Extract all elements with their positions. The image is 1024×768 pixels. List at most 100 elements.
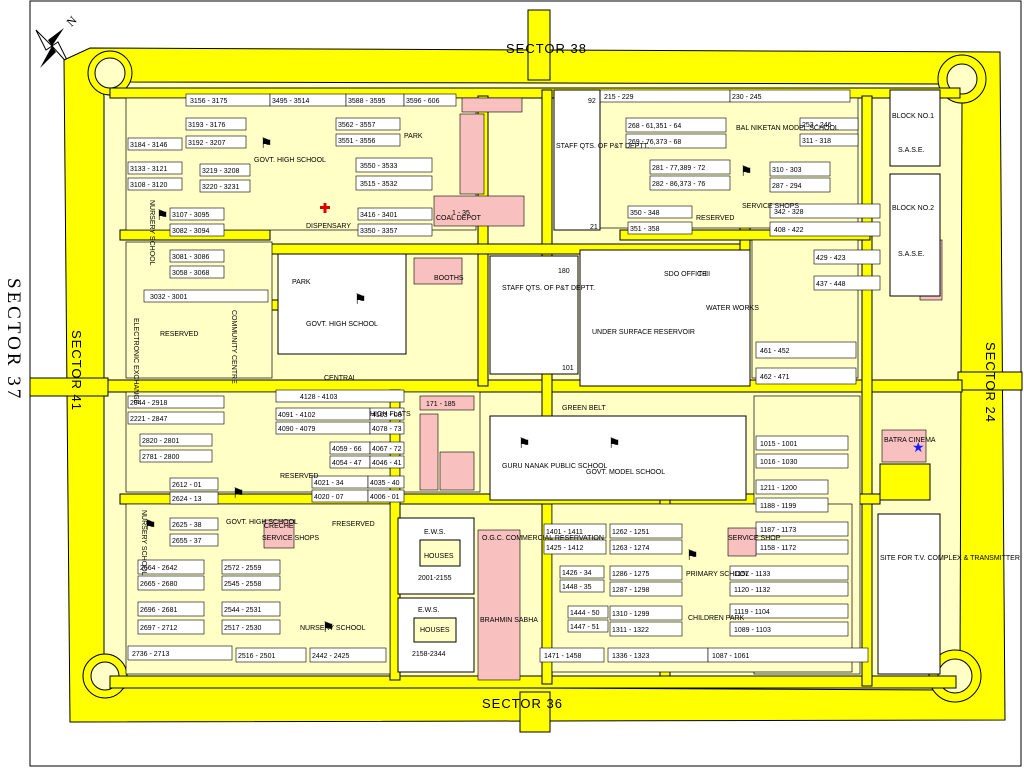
school-icon: ⚑⚑⚑ ⚑⚑⚑ ⚑⚑⚑⚑ <box>144 136 753 636</box>
svg-text:NURSERY SCHOOL: NURSERY SCHOOL <box>140 510 147 576</box>
svg-text:3107 - 3095: 3107 - 3095 <box>172 212 209 219</box>
svg-text:STAFF QTS. OF P&T DEPTT.: STAFF QTS. OF P&T DEPTT. <box>502 285 595 292</box>
svg-text:3562 - 3557: 3562 - 3557 <box>338 122 375 129</box>
svg-text:3082 - 3094: 3082 - 3094 <box>172 228 209 235</box>
svg-text:2655 - 37: 2655 - 37 <box>172 538 202 545</box>
svg-text:⚑: ⚑ <box>322 620 335 636</box>
svg-text:171 - 185: 171 - 185 <box>426 401 456 408</box>
sector-24-label: SECTOR 24 <box>983 342 998 423</box>
svg-text:437 - 448: 437 - 448 <box>816 281 846 288</box>
svg-text:E.W.S.: E.W.S. <box>418 607 439 614</box>
svg-text:1426 - 34: 1426 - 34 <box>562 570 592 577</box>
svg-text:GOVT. MODEL SCHOOL: GOVT. MODEL SCHOOL <box>586 469 665 476</box>
svg-text:2625 - 38: 2625 - 38 <box>172 522 202 529</box>
svg-text:1158 - 1172: 1158 - 1172 <box>760 545 796 552</box>
svg-text:PRIMARY SCHOOL: PRIMARY SCHOOL <box>686 571 749 578</box>
svg-text:FRESERVED: FRESERVED <box>332 521 375 528</box>
svg-text:GOVT. HIGH SCHOOL: GOVT. HIGH SCHOOL <box>254 157 326 164</box>
svg-text:3032 - 3001: 3032 - 3001 <box>150 294 187 301</box>
svg-text:STAFF QTS. OF P&T DEPTT.: STAFF QTS. OF P&T DEPTT. <box>556 143 649 150</box>
svg-text:1087 - 1061: 1087 - 1061 <box>712 653 749 660</box>
svg-text:BRAHMIN SABHA: BRAHMIN SABHA <box>480 617 538 624</box>
svg-text:NURSERY SCHOOL: NURSERY SCHOOL <box>148 200 155 266</box>
svg-text:21: 21 <box>590 224 598 231</box>
svg-text:COAL DEPOT: COAL DEPOT <box>436 215 482 222</box>
svg-text:1311 - 1322: 1311 - 1322 <box>612 627 649 634</box>
svg-text:2781 - 2800: 2781 - 2800 <box>142 454 179 461</box>
svg-text:⚑: ⚑ <box>260 136 273 152</box>
svg-text:PARK: PARK <box>404 133 423 140</box>
svg-text:3133 - 3121: 3133 - 3121 <box>130 166 167 173</box>
svg-text:1287 - 1298: 1287 - 1298 <box>612 587 649 594</box>
svg-text:3588 - 3595: 3588 - 3595 <box>348 98 385 105</box>
svg-text:461 - 452: 461 - 452 <box>760 348 790 355</box>
svg-text:3495 - 3514: 3495 - 3514 <box>272 98 309 105</box>
sector-41-label: SECTOR 41 <box>69 330 84 411</box>
svg-text:3551 - 3556: 3551 - 3556 <box>338 138 375 145</box>
svg-text:1120 - 1132: 1120 - 1132 <box>734 587 770 594</box>
svg-text:2572 - 2559: 2572 - 2559 <box>224 565 261 572</box>
svg-text:1401 - 1411: 1401 - 1411 <box>546 529 583 536</box>
svg-text:3081 - 3086: 3081 - 3086 <box>172 254 209 261</box>
svg-text:BLOCK NO.2: BLOCK NO.2 <box>892 205 934 212</box>
svg-text:2944 - 2918: 2944 - 2918 <box>130 400 167 407</box>
sector-37-label: SECTOR 37 <box>3 278 24 401</box>
svg-text:4128 - 4103: 4128 - 4103 <box>300 394 337 401</box>
svg-text:T-III: T-III <box>698 271 710 278</box>
svg-text:WATER WORKS: WATER WORKS <box>706 305 759 312</box>
svg-text:3550 - 3533: 3550 - 3533 <box>360 163 397 170</box>
svg-text:4021 - 34: 4021 - 34 <box>314 480 344 487</box>
svg-text:2158-2344: 2158-2344 <box>412 651 446 658</box>
svg-text:282 - 86,373 - 76: 282 - 86,373 - 76 <box>652 181 705 188</box>
svg-text:3058 - 3068: 3058 - 3068 <box>172 270 209 277</box>
svg-text:2544 - 2531: 2544 - 2531 <box>224 607 261 614</box>
svg-text:462 - 471: 462 - 471 <box>760 374 790 381</box>
svg-text:4090 - 4079: 4090 - 4079 <box>278 426 315 433</box>
svg-text:3192 - 3207: 3192 - 3207 <box>188 140 225 147</box>
svg-text:SERVICE SHOP: SERVICE SHOP <box>728 535 781 542</box>
svg-text:BATRA CINEMA: BATRA CINEMA <box>884 437 936 444</box>
svg-text:⚑: ⚑ <box>608 436 621 452</box>
svg-text:BLOCK NO.1: BLOCK NO.1 <box>892 113 934 120</box>
svg-text:⚑: ⚑ <box>518 436 531 452</box>
svg-text:E.W.S.: E.W.S. <box>424 529 445 536</box>
svg-text:1119 - 1104: 1119 - 1104 <box>734 609 770 616</box>
svg-text:350 - 348: 350 - 348 <box>630 210 660 217</box>
svg-text:NURSERY SCHOOL: NURSERY SCHOOL <box>300 625 366 632</box>
svg-text:2516 - 2501: 2516 - 2501 <box>238 653 275 660</box>
svg-text:2221 - 2847: 2221 - 2847 <box>130 416 167 423</box>
svg-text:3108 - 3120: 3108 - 3120 <box>130 182 167 189</box>
svg-text:287 - 294: 287 - 294 <box>772 183 802 190</box>
svg-text:1444 - 50: 1444 - 50 <box>570 610 600 617</box>
svg-text:3515 - 3532: 3515 - 3532 <box>360 181 397 188</box>
svg-text:4059 - 66: 4059 - 66 <box>332 446 362 453</box>
svg-text:4006 - 01: 4006 - 01 <box>370 494 400 501</box>
svg-text:HOUSES: HOUSES <box>420 627 450 634</box>
svg-text:GOVT. HIGH SCHOOL: GOVT. HIGH SCHOOL <box>226 519 298 526</box>
svg-text:2665 - 2680: 2665 - 2680 <box>140 581 177 588</box>
hospital-cross-icon <box>320 203 330 213</box>
svg-text:GREEN BELT: GREEN BELT <box>562 405 607 412</box>
svg-text:2697 - 2712: 2697 - 2712 <box>140 625 177 632</box>
svg-text:1263 - 1274: 1263 - 1274 <box>612 545 649 552</box>
svg-text:1310 - 1299: 1310 - 1299 <box>612 611 649 618</box>
svg-text:101: 101 <box>562 365 574 372</box>
svg-text:4046 - 41: 4046 - 41 <box>372 460 402 467</box>
svg-text:268 - 61,351 - 64: 268 - 61,351 - 64 <box>628 123 681 130</box>
svg-text:⚑: ⚑ <box>740 164 753 180</box>
svg-text:CENTRAL: CENTRAL <box>324 375 357 382</box>
svg-text:2736 - 2713: 2736 - 2713 <box>132 651 169 658</box>
svg-text:S.A.S.E.: S.A.S.E. <box>898 251 925 258</box>
svg-text:BAL NIKETAN MODEL SCHOOL: BAL NIKETAN MODEL SCHOOL <box>736 125 839 132</box>
svg-text:215 - 229: 215 - 229 <box>604 94 634 101</box>
svg-text:SERVICE SHOPS: SERVICE SHOPS <box>262 535 319 542</box>
svg-text:1447 - 51: 1447 - 51 <box>570 624 600 631</box>
svg-text:408 - 422: 408 - 422 <box>774 227 804 234</box>
svg-text:311 - 318: 311 - 318 <box>802 138 831 145</box>
svg-text:2612 - 01: 2612 - 01 <box>172 482 202 489</box>
svg-text:RESERVED: RESERVED <box>280 473 318 480</box>
svg-text:3350 - 3357: 3350 - 3357 <box>360 228 397 235</box>
svg-text:COMMUNITY CENTRE: COMMUNITY CENTRE <box>230 310 237 384</box>
svg-text:1336 - 1323: 1336 - 1323 <box>612 653 649 660</box>
